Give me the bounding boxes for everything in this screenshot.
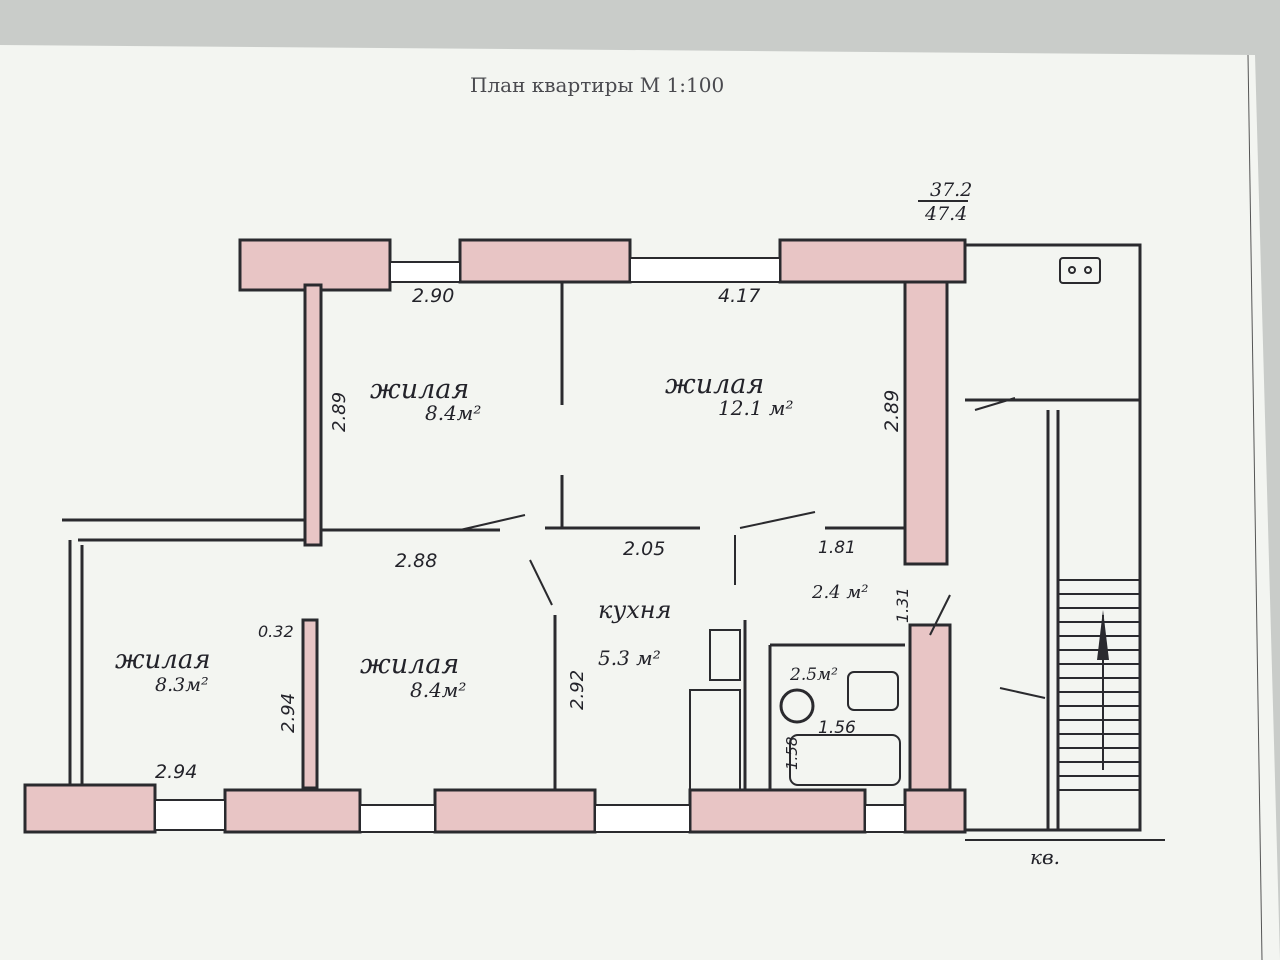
room-living-4-name: жилая [360,649,459,680]
wall-bottom-1 [23,783,157,834]
wall-top-2 [458,238,632,284]
door-swing-2 [739,511,816,529]
plan-title: План квартиры М 1:100 [470,73,724,97]
dim-d7: 1.81 [818,538,856,558]
stair-arrow [1097,610,1109,660]
wall-right [903,280,949,566]
room-living-2-area: 12.1 м² [718,396,794,420]
room-living-3-area: 8.3м² [155,674,209,696]
wall-bottom-2 [223,788,362,834]
stair-steps [1058,579,1140,791]
wall-bath-right [908,623,952,792]
dim-d2: 4.17 [718,285,760,307]
stair-outline [965,243,1142,832]
dim-d10: 2.94 [278,693,299,733]
dim-d5: 2.88 [395,550,437,572]
window-bottom-3 [594,804,691,833]
wall-top-1 [238,238,392,292]
room-living-2-name: жилая [665,369,764,400]
dim-d11: 2.94 [155,761,197,783]
dim-d1: 2.90 [412,285,454,307]
bathtub [789,734,901,786]
dim-d9: 0.32 [258,622,294,641]
door-swing-1 [459,514,526,531]
area-total: 47.4 [924,203,967,225]
partitions [62,282,1046,791]
dim-d6: 2.05 [623,538,665,560]
room-living-4-area: 8.4м² [410,678,466,702]
wall-partition-left [303,283,323,547]
room-hall-area: 2.4 м² [811,582,869,603]
walls [23,238,967,834]
wall-partition-small [301,618,319,790]
door-swing-5 [929,594,951,636]
kitchen-counter [689,689,741,791]
window-top-2 [629,257,781,283]
bath-sink [847,671,899,711]
wall-bottom-4 [688,788,867,834]
kitchen-stove [709,629,741,681]
stove-symbol [1059,257,1101,284]
window-bottom-1 [154,799,226,831]
room-kitchen-name: кухня [598,596,672,624]
apartment-mark: кв. [1030,845,1060,869]
door-swing-3 [529,559,553,606]
window-top-1 [389,261,461,283]
room-kitchen-area: 5.3 м² [598,646,661,670]
dim-d4: 2.89 [881,390,903,432]
dim-d8: 1.31 [893,587,912,623]
door-swing-7 [999,687,1046,699]
dim-d12: 2.92 [567,670,588,710]
room-living-1-name: жилая [370,374,469,405]
dim-d3: 2.89 [329,392,350,432]
room-living-1-area: 8.4м² [425,401,481,425]
room-living-3-name: жилая [115,645,211,675]
sheet-edge-line [1247,54,1263,960]
window-bottom-2 [359,804,436,833]
dim-d14: 1.58 [783,737,801,770]
wall-bottom-3 [433,788,597,834]
room-bath-area: 2.5м² [789,665,838,685]
wall-bottom-5 [903,788,967,834]
window-bottom-4 [864,804,906,833]
toilet [779,688,815,724]
area-living-total: 37.2 [930,179,972,201]
dim-d13: 1.56 [818,718,856,738]
stairwell [965,243,1142,832]
wall-top-3 [778,238,967,284]
